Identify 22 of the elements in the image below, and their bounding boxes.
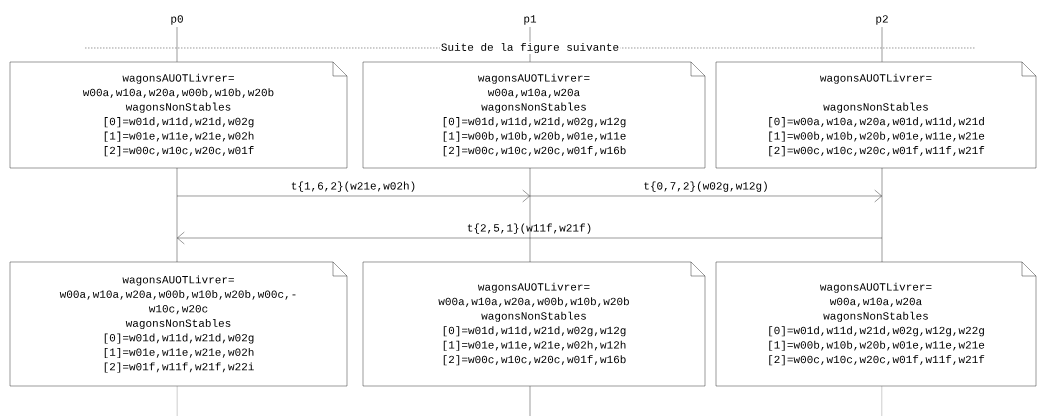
note: wagonsAUOTLivrer= w00a,w10a,w20a wagonsNonStables [0]=w01d,w11d,w21d,w02g,w12g [1]=w00b,w10b,w20b,w01e,w11e [2]=w00c,w10c,w20c,w01f,w16b	[362, 61, 706, 169]
note: wagonsAUOTLivrer= w00a,w10a,w20a,w00b,w10b,w20b wagonsNonStables [0]=w01d,w11d,w21d,w02g,w12g [1]=w01e,w11e,w21e,w02h,w12h [2]=w00c,w10c,w20c,w01f,w16b	[362, 261, 706, 387]
note: wagonsAUOTLivrer= w00a,w10a,w20a wagonsNonStables [0]=w01d,w11d,w21d,w02g,w12g,w22g [1]=w00b,w10b,w20b,w01e,w11e,w21e [2]=w00c,w10c,w20c,w01f,w11f,w21f	[715, 261, 1037, 387]
lifeline-header: p1	[524, 15, 537, 25]
lifeline	[529, 386, 531, 416]
message-arrow	[529, 189, 882, 203]
lifeline	[176, 26, 178, 62]
lifeline	[881, 26, 883, 62]
note: wagonsAUOTLivrer= w00a,w10a,w20a,w00b,w10b,w20b wagonsNonStables [0]=w01d,w11d,w21d,w02g [1]=w01e,w11e,w21e,w02h [2]=w00c,w10c,w20c,w01f	[9, 61, 348, 169]
separator-label: Suite de la figure suivante	[439, 41, 621, 55]
lifeline	[176, 167, 178, 263]
lifeline-header: p2	[876, 15, 888, 25]
message-arrow	[176, 189, 530, 203]
lifeline	[529, 167, 531, 263]
message-arrow	[177, 231, 883, 245]
message-label: t{0,7,2}(w02g,w12g)	[644, 181, 767, 192]
note: wagonsAUOTLivrer= w00a,w10a,w20a,w00b,w10b,w20b,w00c,- w10c,w20c wagonsNonStables [0]=w01d,w11d,w21d,w02g [1]=w01e,w11e,w21e,w02h [2]=w01f,w11f,w21f,w22i	[9, 261, 348, 387]
message-label: t{1,6,2}(w21e,w02h)	[291, 181, 415, 192]
lifeline	[881, 167, 883, 263]
note: wagonsAUOTLivrer= wagonsNonStables [0]=w00a,w10a,w20a,w01d,w11d,w21d [1]=w00b,w10b,w20b,w01e,w11e,w21e [2]=w00c,w10c,w20c,w01f,w11f,w21f	[715, 61, 1037, 169]
lifeline-header: p0	[171, 15, 183, 25]
message-label: t{2,5,1}(w11f,w21f)	[467, 223, 591, 234]
